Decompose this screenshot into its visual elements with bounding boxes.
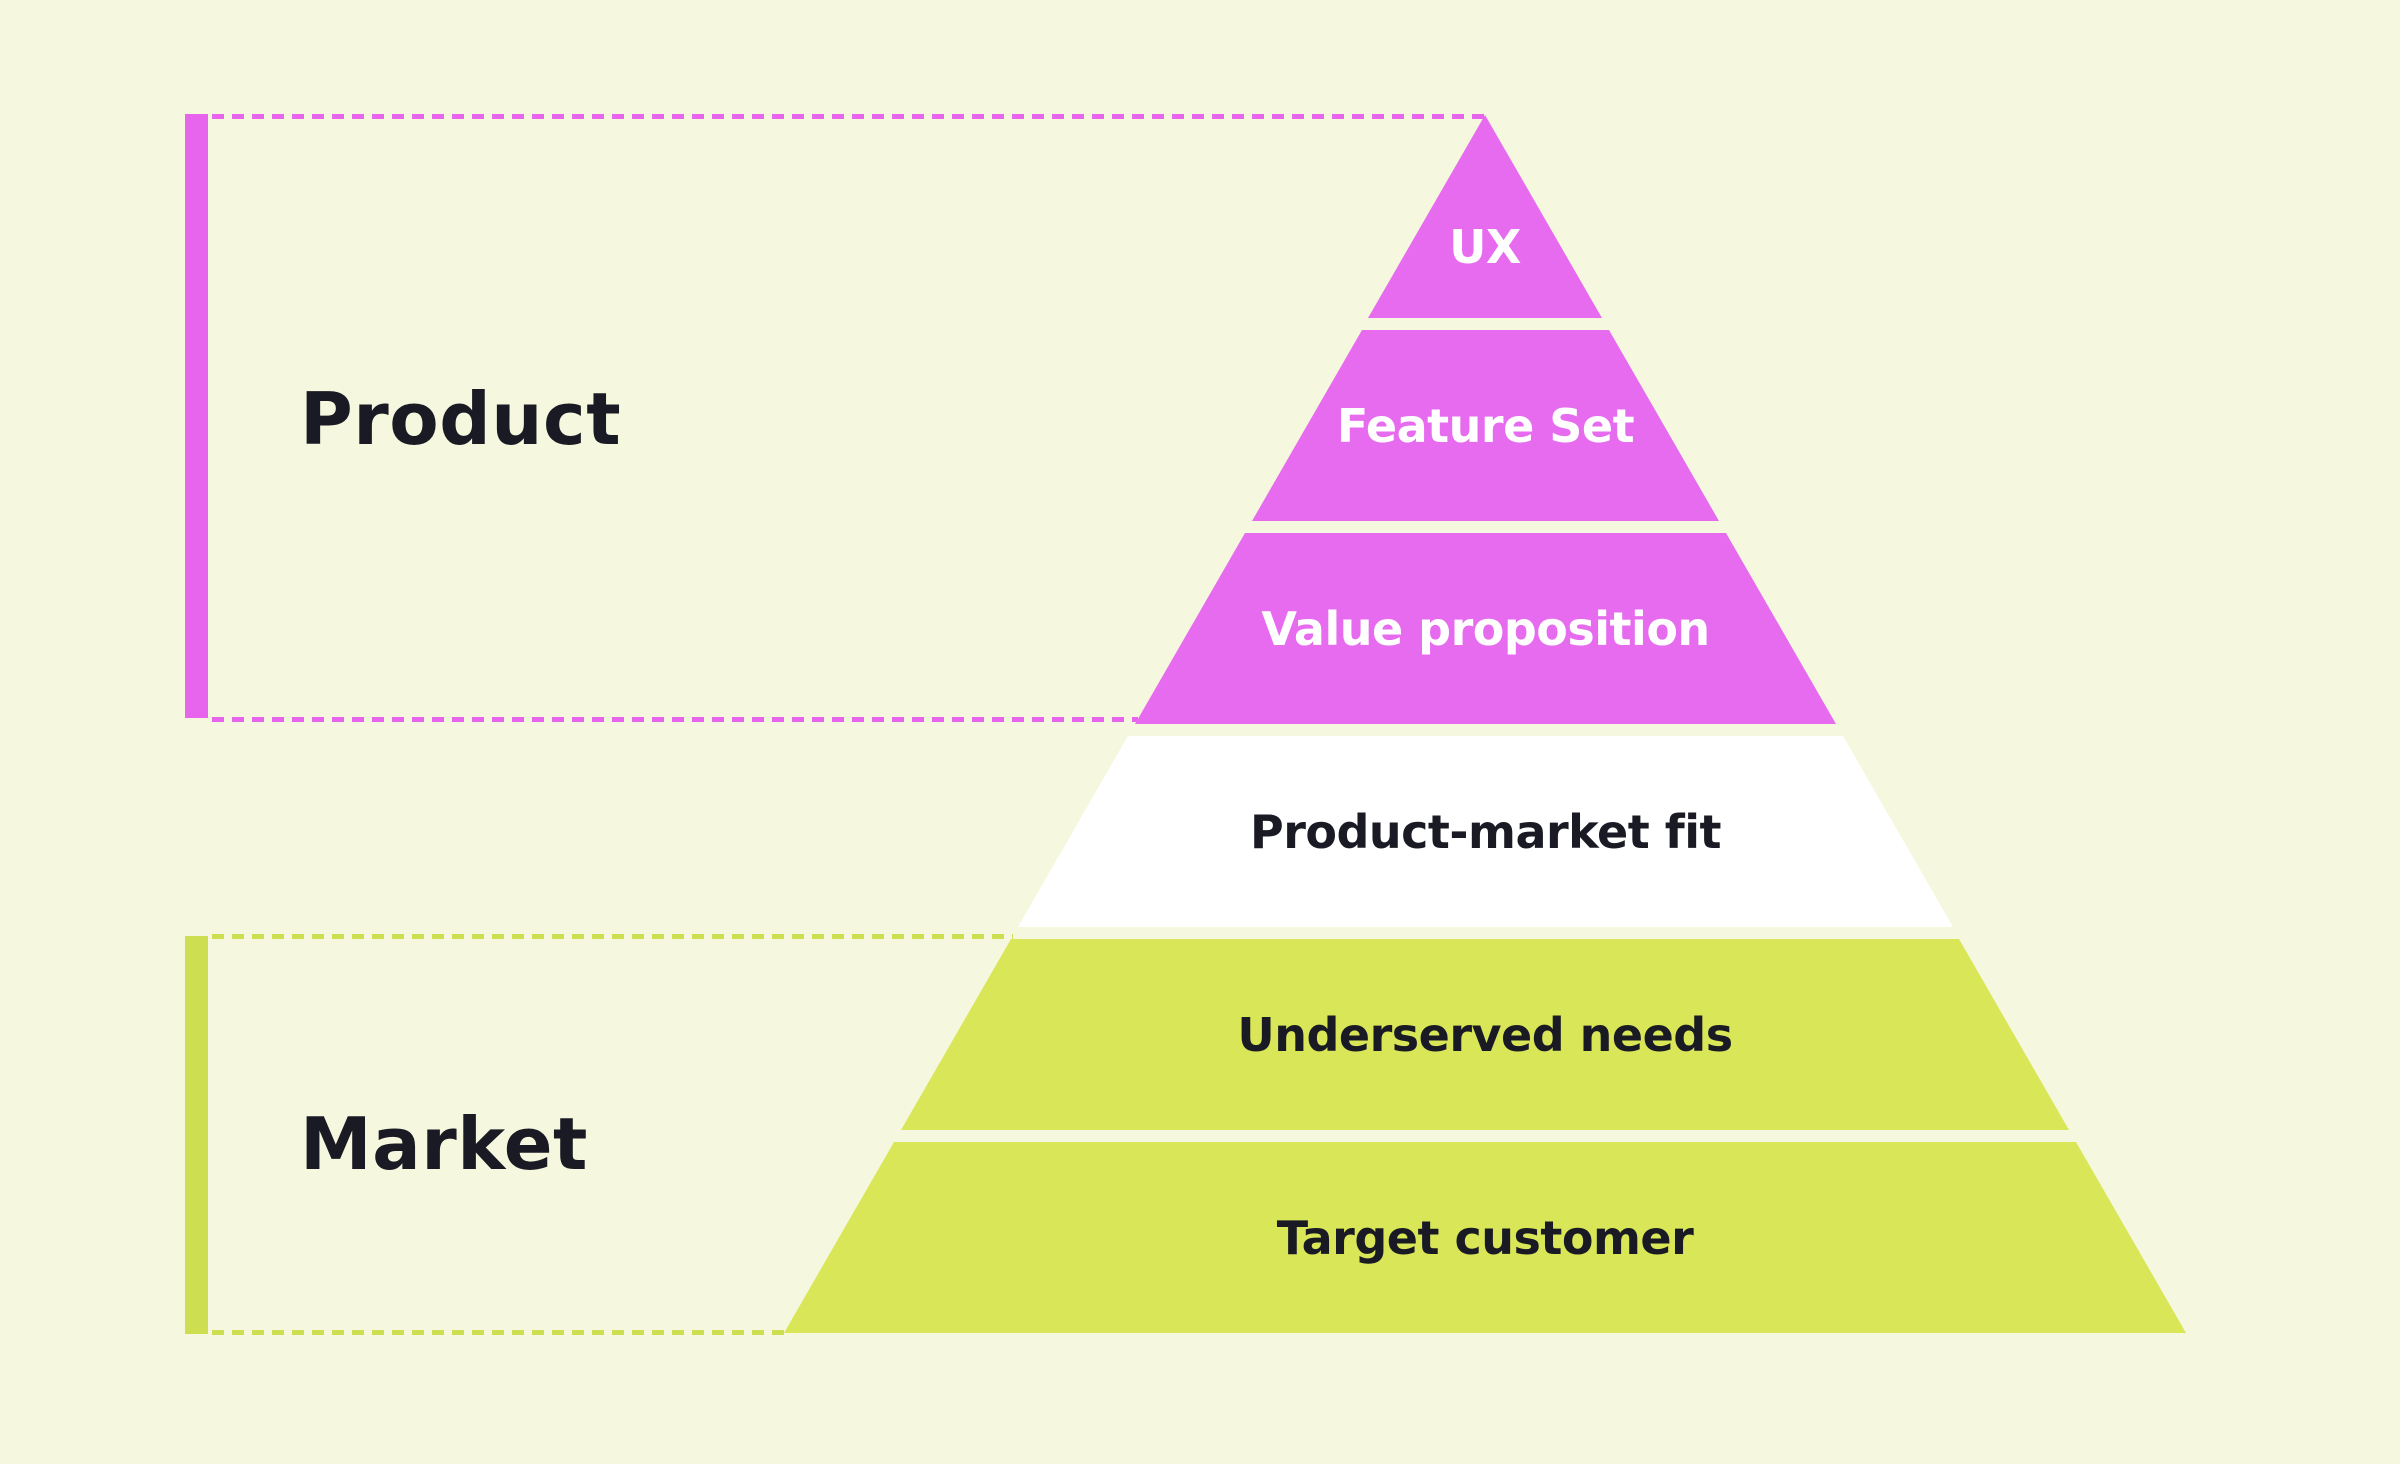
pyramid-layer-value-proposition: Value proposition	[1135, 533, 1836, 724]
pyramid-layer-underserved-needs: Underserved needs	[901, 939, 2069, 1130]
pyramid-layer-label: Feature Set	[1336, 398, 1635, 453]
product-accent-bar	[185, 114, 208, 718]
pyramid-layer-label: Underserved needs	[1237, 1007, 1733, 1062]
pyramid-layer-feature-set: Feature Set	[1252, 330, 1719, 521]
pyramid-layer-label: UX	[1449, 219, 1521, 274]
pyramid-layer-label: Target customer	[1276, 1210, 1694, 1265]
market-box-top-dashed-line	[212, 934, 1013, 939]
market-box-bottom-dashed-line	[212, 1330, 785, 1335]
product-box-top-dashed-line	[212, 114, 1486, 119]
pyramid-layer-product-market-fit: Product-market fit	[1018, 736, 1953, 927]
pyramid-layer-ux: UX	[1368, 115, 1602, 318]
pyramid-layer-label: Value proposition	[1261, 601, 1710, 656]
market-group-label: Market	[300, 1102, 588, 1186]
pyramid-layer-target-customer: Target customer	[784, 1142, 2186, 1333]
market-accent-bar	[185, 936, 208, 1334]
pyramid-layer-label: Product-market fit	[1249, 804, 1721, 859]
product-group-label: Product	[300, 377, 622, 461]
product-box-bottom-dashed-line	[212, 717, 1138, 722]
